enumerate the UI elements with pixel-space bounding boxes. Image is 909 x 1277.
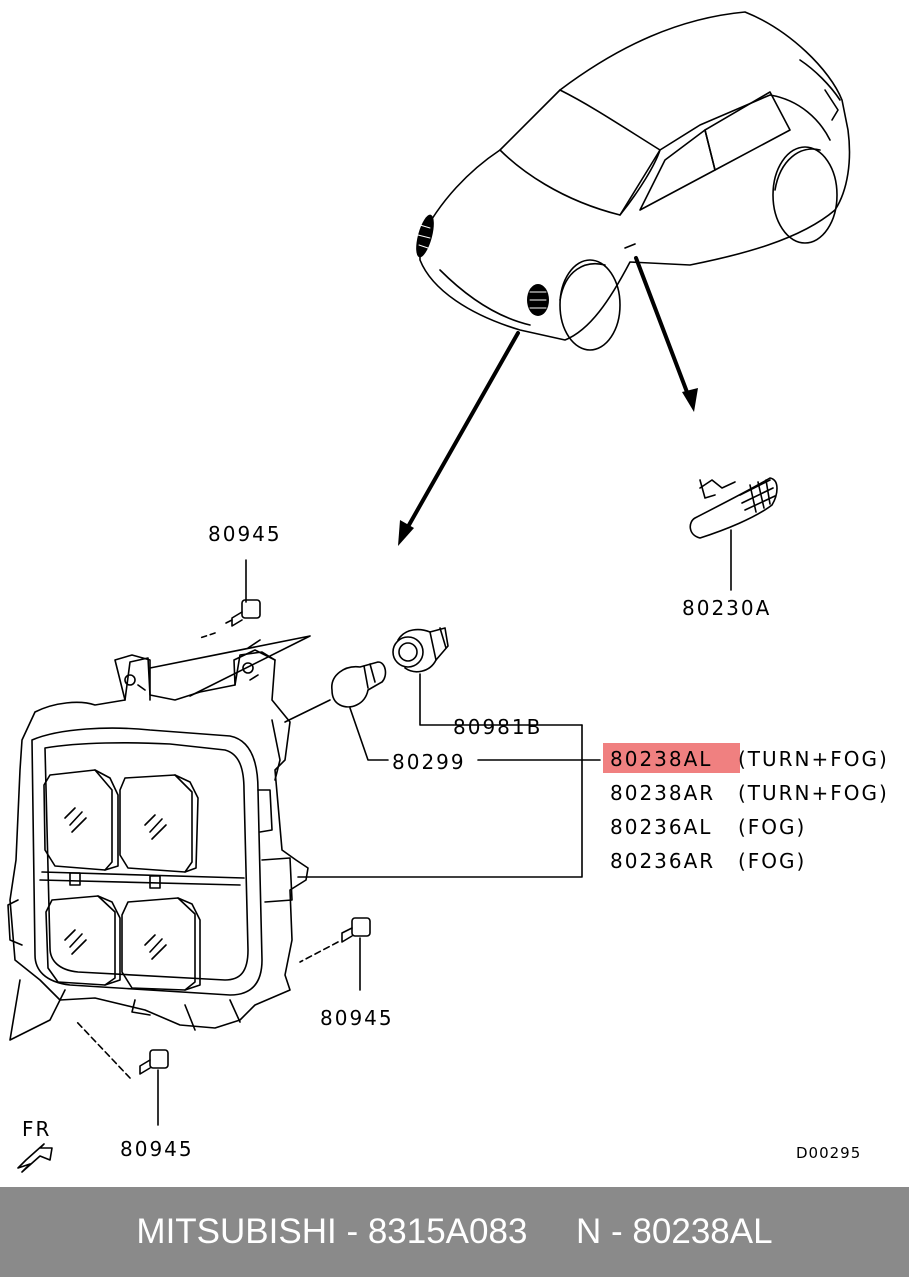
fr-arrow-icon [17, 1143, 53, 1173]
label-bolt-bottom: 80945 [120, 1137, 194, 1161]
part-number: 80238AR [610, 781, 715, 805]
bulb [331, 661, 583, 761]
label-bolt-right: 80945 [320, 1006, 394, 1030]
diagram-code: D00295 [796, 1144, 861, 1162]
fog-lamp-assembly [7, 635, 331, 1041]
part-number: 80236AR [610, 849, 715, 873]
car-illustration [416, 11, 851, 351]
footer-bar: MITSUBISHI - 8315A083 N - 80238AL [0, 1187, 909, 1277]
part-description: (TURN+FOG) [738, 747, 889, 771]
bolt-top [199, 559, 261, 639]
label-side-marker: 80230A [682, 596, 771, 620]
part-description: (FOG) [738, 815, 806, 839]
parts-diagram: 80945 80230A 80981B 80299 80238AL (TURN+… [7, 11, 889, 1173]
bolt-bottom [74, 1019, 169, 1126]
label-bulb: 80299 [392, 750, 466, 774]
part-number: 80238AL [610, 747, 712, 771]
lens-top-left [43, 769, 119, 871]
lens-top-right [119, 774, 199, 873]
pointer-arrows [403, 256, 692, 534]
part-description: (TURN+FOG) [738, 781, 889, 805]
part-list: 80238AL (TURN+FOG) 80238AR (TURN+FOG) 80… [610, 747, 889, 873]
bulb-socket [392, 627, 583, 726]
lens-bottom-right [121, 897, 201, 991]
lens-bottom-left [45, 895, 121, 986]
label-fr: FR [22, 1117, 51, 1141]
label-bolt-top: 80945 [208, 522, 282, 546]
label-socket: 80981B [453, 715, 542, 739]
side-marker-lamp [689, 477, 778, 591]
bolt-right [299, 917, 371, 991]
part-number: 80236AL [610, 815, 712, 839]
part-description: (FOG) [738, 849, 806, 873]
footer-part-info: MITSUBISHI - 8315A083 N - 80238AL [136, 1212, 773, 1251]
highlight-box [603, 743, 740, 773]
